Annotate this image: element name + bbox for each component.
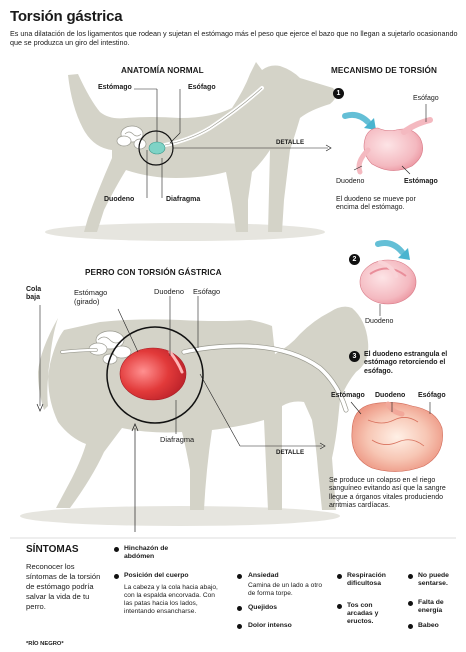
dog-shadow-normal xyxy=(45,223,325,241)
symptoms-title: SÍNTOMAS xyxy=(26,544,79,555)
bullet-icon xyxy=(337,604,342,609)
heading-torsion-dog: PERRO CON TORSIÓN GÁSTRICA xyxy=(85,268,222,277)
bullet-icon xyxy=(408,624,413,629)
intestine-normal xyxy=(116,125,147,150)
arrow-head-1 xyxy=(364,118,376,130)
label-duodenum-step-2: Duodeno xyxy=(365,318,394,325)
symptom-drooling: Babeo xyxy=(418,622,439,629)
label-duodenum-normal: Duodeno xyxy=(104,196,135,203)
bullet-icon xyxy=(408,574,413,579)
label-detail-torsion: DETALLE xyxy=(276,449,305,456)
page-subtitle: Es una dilatación de los ligamentos que … xyxy=(10,29,458,47)
label-esophagus-torsion: Esófago xyxy=(193,287,221,296)
label-detail-normal: DETALLE xyxy=(276,139,305,146)
dog-shadow-torsion xyxy=(20,506,340,526)
dog-silhouette-normal xyxy=(68,62,336,232)
symptom-cannot-sit: No puede sentarse. xyxy=(418,572,449,587)
caption-step-1: El duodeno se mueve por encima del estóm… xyxy=(336,196,416,212)
symptom-posture-desc: La cabeza y la cola hacia abajo, con la … xyxy=(124,584,218,615)
heading-mechanism: MECANISMO DE TORSIÓN xyxy=(331,66,438,75)
stomach-step-1 xyxy=(356,117,433,175)
detail-circle-torsion xyxy=(106,326,204,424)
symptom-anxiety: Ansiedad xyxy=(248,572,279,579)
symptom-pain: Dolor intenso xyxy=(248,622,292,629)
bullet-icon xyxy=(237,624,242,629)
label-esophagus-normal: Esófago xyxy=(188,84,216,91)
callout-lines-step-3 xyxy=(350,401,431,415)
symptom-swelling: Hinchazón de abdómen xyxy=(124,545,169,560)
stomach-step-2 xyxy=(359,259,417,305)
step-number-1: 1 xyxy=(333,88,344,99)
rotation-arrow-1 xyxy=(342,111,371,125)
callout-lines-normal xyxy=(134,88,328,198)
bullet-icon xyxy=(408,601,413,606)
bullet-icon xyxy=(237,574,242,579)
label-stomach-step-1: Estómago xyxy=(404,178,438,185)
symptom-lethargy: Falta de energía xyxy=(418,599,444,614)
stomach-step-3 xyxy=(351,401,443,472)
label-stomach-step-3: Estómago xyxy=(331,392,365,399)
label-diaphragm-torsion: Diafragma xyxy=(160,435,195,444)
symptom-cough: Tos con arcadas y eructos. xyxy=(347,602,379,625)
source-credit: *RÍO NEGRO* xyxy=(26,641,64,647)
dog-silhouette-torsion xyxy=(38,306,369,510)
label-duodenum-torsion: Duodeno xyxy=(154,287,184,296)
label-esophagus-step-3: Esófago xyxy=(418,392,446,399)
collapse-description: Se produce un colapso en el riego sanguí… xyxy=(329,477,446,510)
label-stomach-twisted: Estómago (girado) xyxy=(74,288,108,306)
bullet-icon xyxy=(337,574,342,579)
bullet-icon xyxy=(114,574,119,579)
symptom-posture: Posición del cuerpo xyxy=(124,572,189,579)
step-number-3: 3 xyxy=(349,351,360,362)
stomach-torsion xyxy=(119,347,187,401)
label-stomach-normal: Estómago xyxy=(98,84,132,91)
label-duodenum-step-3: Duodeno xyxy=(375,392,406,399)
symptoms-intro: Reconocer los síntomas de la torsión de … xyxy=(26,562,101,611)
symptom-breathing: Respiración dificultosa xyxy=(347,572,386,587)
symptom-anxiety-desc: Camina de un lado a otro de forma torpe. xyxy=(248,582,323,597)
callout-lines-step-1 xyxy=(353,104,427,175)
label-tail-low: Cola baja xyxy=(26,286,42,302)
heading-normal-anatomy: ANATOMÍA NORMAL xyxy=(121,66,204,75)
stomach-normal xyxy=(148,141,166,155)
bullet-icon xyxy=(114,547,119,552)
caption-step-3: El duodeno estrangula el estómago retorc… xyxy=(364,351,448,375)
label-diaphragm-normal: Diafragma xyxy=(166,196,201,203)
symptom-whining: Quejidos xyxy=(248,604,278,611)
bullet-icon xyxy=(237,606,242,611)
step-number-2: 2 xyxy=(349,254,360,265)
label-duodenum-step-1: Duodeno xyxy=(336,178,365,185)
arrow-head-2 xyxy=(398,248,410,260)
label-esophagus-step-1: Esófago xyxy=(413,95,439,102)
page-title: Torsión gástrica xyxy=(10,8,123,25)
rotation-arrow-2 xyxy=(375,240,405,255)
callout-lines-torsion xyxy=(39,296,322,447)
